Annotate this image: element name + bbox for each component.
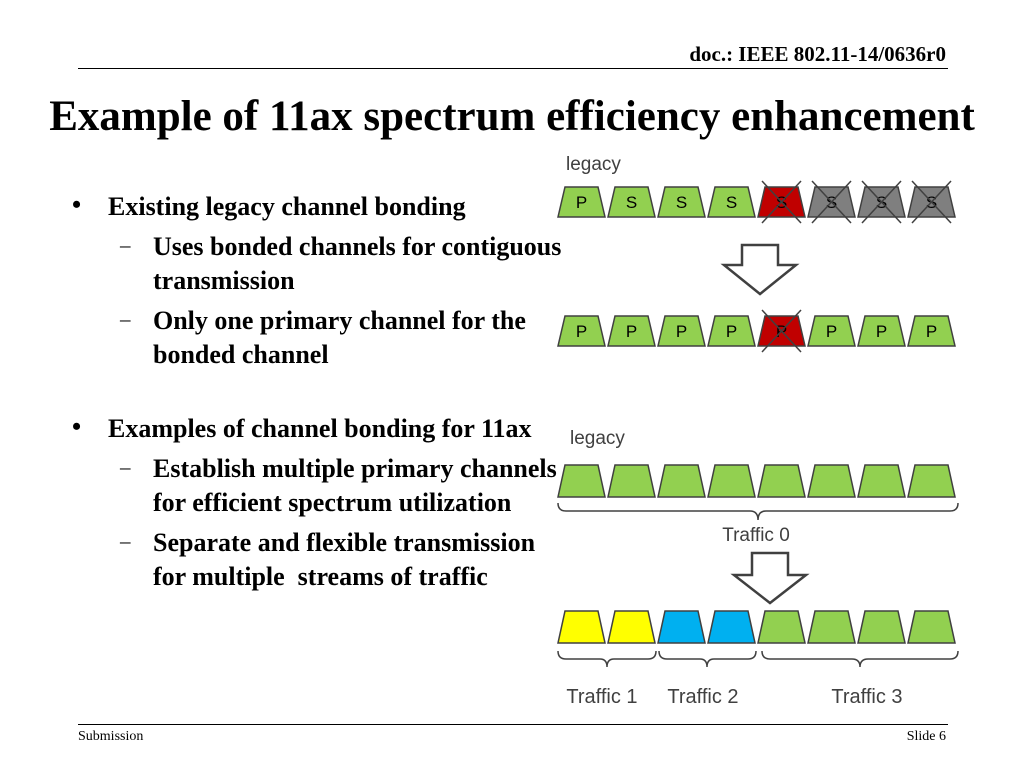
bullet-11ax: • Examples of channel bonding for 11ax –… [72, 412, 572, 594]
bullet-11ax-text: Examples of channel bonding for 11ax [108, 414, 532, 443]
channel-block [807, 315, 856, 347]
cross-mark [911, 180, 952, 224]
channel-label: P [576, 193, 587, 212]
traffic0-label: Traffic 0 [722, 525, 790, 546]
channel-block [907, 315, 956, 347]
doc-id: doc.: IEEE 802.11-14/0636r0 [689, 42, 946, 66]
channel-block [857, 315, 906, 347]
cross-mark [761, 180, 802, 224]
channel-block [857, 610, 906, 644]
channel-block [707, 186, 756, 218]
channel-block [707, 464, 756, 498]
channel-label: P [876, 322, 887, 341]
traffic1-brace [557, 650, 657, 668]
channel-block [607, 186, 656, 218]
footer-rule [78, 724, 948, 725]
channel-block [857, 464, 906, 498]
footer-slide-number: Slide 6 [906, 729, 946, 744]
channel-block [607, 610, 656, 644]
channel-block [907, 464, 956, 498]
channel-block [657, 186, 706, 218]
channel-block [807, 464, 856, 498]
channel-block [757, 464, 806, 498]
sub-bullet: – Only one primary channel for the bonde… [72, 304, 572, 372]
footer-submission: Submission [78, 729, 144, 744]
channel-block [557, 315, 606, 347]
sub-bullet-text: Only one primary channel for the bonded … [153, 306, 533, 369]
traffic3-label: Traffic 3 [831, 686, 902, 708]
channel-label: S [726, 193, 737, 212]
sub-bullet-text: Separate and flexible transmission for m… [153, 528, 542, 591]
channel-label: P [626, 322, 637, 341]
channel-block [657, 315, 706, 347]
sub-bullet: – Separate and flexible transmission for… [72, 526, 572, 594]
channel-block [807, 610, 856, 644]
sub-bullet-dash: – [120, 529, 131, 553]
traffic3-brace [761, 650, 959, 668]
legacy-label-top: legacy [566, 154, 621, 175]
sub-bullet-text: Uses bonded channels for contiguous tran… [153, 232, 568, 295]
cross-mark [861, 180, 902, 224]
multi-traffic-row [557, 610, 956, 644]
channel-label: P [826, 322, 837, 341]
legacy-label-bottom: legacy [570, 428, 625, 449]
bullet-dot: • [72, 412, 82, 441]
channel-block [557, 610, 606, 644]
channel-label: S [676, 193, 687, 212]
sub-bullet: – Uses bonded channels for contiguous tr… [72, 230, 572, 298]
channel-label: P [576, 322, 587, 341]
sub-bullet-dash: – [120, 307, 131, 331]
bullet-dot: • [72, 190, 82, 219]
cross-mark [811, 180, 852, 224]
legacy-green-row [557, 464, 956, 498]
channel-block [707, 315, 756, 347]
sub-bullet-dash: – [120, 455, 131, 479]
sub-bullet-text: Establish multiple primary channels for … [153, 454, 564, 517]
channel-label: P [926, 322, 937, 341]
cross-mark [761, 309, 802, 353]
bullet-list: • Existing legacy channel bonding – Uses… [72, 190, 572, 594]
channel-label: P [726, 322, 737, 341]
sub-bullet: – Establish multiple primary channels fo… [72, 452, 572, 520]
channel-block [907, 610, 956, 644]
traffic1-label: Traffic 1 [566, 686, 637, 708]
sub-bullet-list: – Establish multiple primary channels fo… [72, 452, 572, 594]
channel-block [607, 464, 656, 498]
sub-bullet-dash: – [120, 233, 131, 257]
channel-label: S [626, 193, 637, 212]
channel-label: P [676, 322, 687, 341]
bullet-legacy-text: Existing legacy channel bonding [108, 192, 466, 221]
traffic2-label: Traffic 2 [667, 686, 738, 708]
channel-block [557, 464, 606, 498]
channel-block [657, 610, 706, 644]
header-rule [78, 68, 948, 69]
traffic0-brace [557, 502, 959, 521]
legacy-channel-row: PSSSSSSS [557, 180, 956, 224]
sub-bullet-list: – Uses bonded channels for contiguous tr… [72, 230, 572, 372]
down-arrow-icon [730, 551, 810, 605]
slide-title: Example of 11ax spectrum efficiency enha… [49, 93, 975, 140]
channel-block [607, 315, 656, 347]
channel-block [757, 610, 806, 644]
down-arrow-icon [720, 243, 800, 296]
traffic2-brace [658, 650, 757, 668]
channel-block [657, 464, 706, 498]
channel-block [557, 186, 606, 218]
primary-channel-row: PPPPPPPP [557, 309, 956, 353]
channel-block [707, 610, 756, 644]
bullet-legacy: • Existing legacy channel bonding – Uses… [72, 190, 572, 372]
